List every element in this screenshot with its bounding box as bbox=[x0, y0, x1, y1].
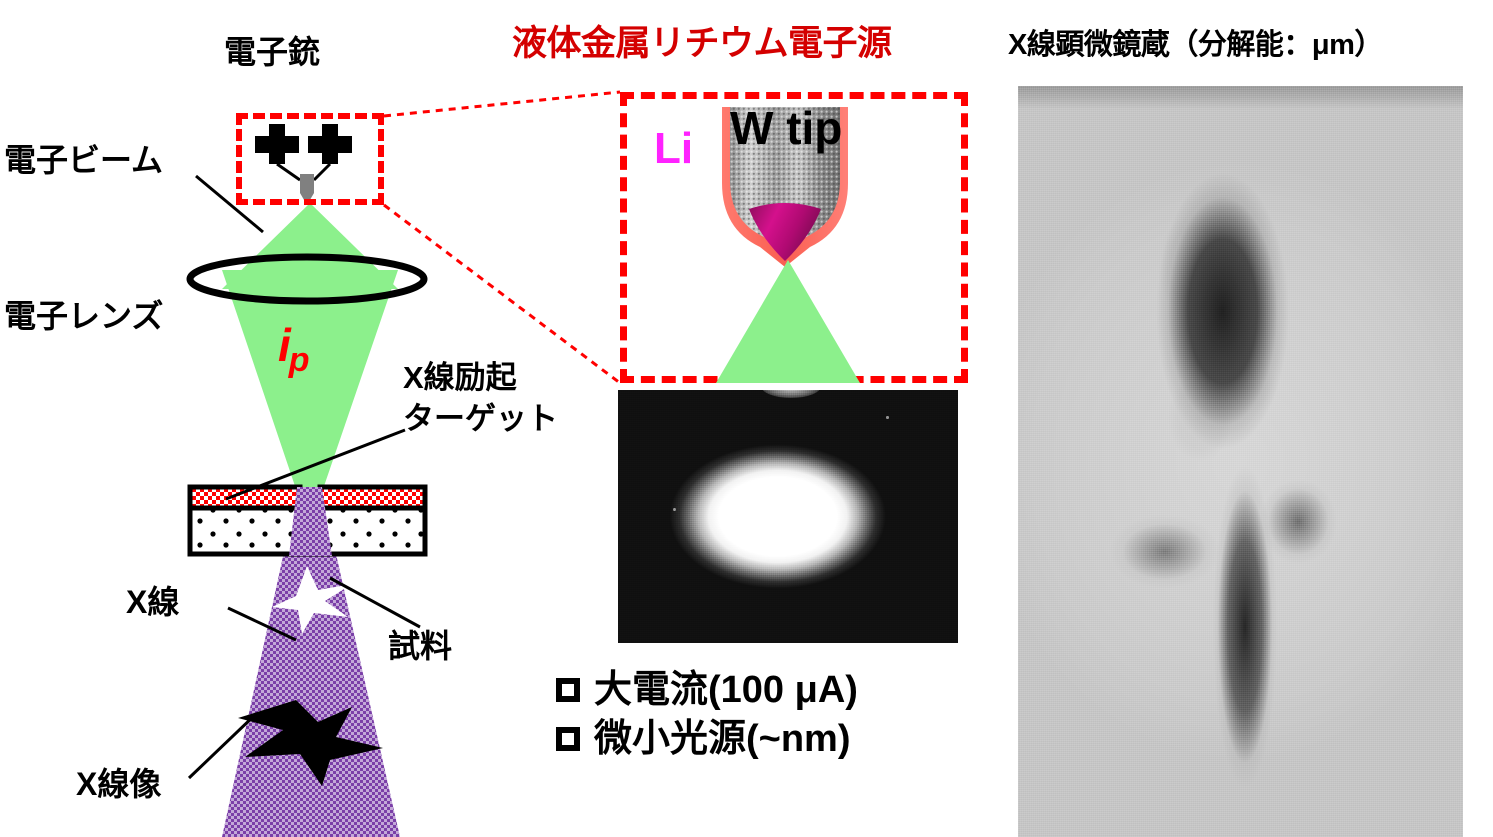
label-sample: 試料 bbox=[388, 628, 453, 664]
label-xray-target: X線励起 ターゲット bbox=[403, 358, 558, 440]
center-panel-title: 液体金属リチウム電子源 bbox=[512, 24, 892, 63]
list-item-label: 大電流(100 μA) bbox=[594, 669, 858, 711]
electron-beam-lower bbox=[222, 270, 398, 492]
inset-electron-beam-cone bbox=[716, 260, 860, 383]
electron-beam-upper bbox=[222, 203, 398, 289]
probe-current-subscript: p bbox=[288, 341, 310, 379]
leader-xray bbox=[227, 606, 297, 642]
radiograph-photo bbox=[1018, 86, 1463, 837]
photo-grain bbox=[618, 390, 958, 643]
photo-speck bbox=[886, 416, 889, 419]
probe-current-symbol: i bbox=[278, 319, 291, 371]
list-item: 微小光源(~nm) bbox=[556, 715, 858, 764]
source-feature-list: 大電流(100 μA) 微小光源(~nm) bbox=[556, 666, 858, 763]
label-probe-current: ip bbox=[278, 318, 312, 379]
list-item: 大電流(100 μA) bbox=[556, 666, 858, 715]
leader-xray-image bbox=[187, 712, 258, 780]
list-item-label: 微小光源(~nm) bbox=[594, 717, 851, 760]
tungsten-tip-illustration bbox=[722, 107, 848, 267]
radiograph-top-strip bbox=[1018, 86, 1463, 108]
leader-lines bbox=[187, 174, 421, 780]
electron-gun-callout-box bbox=[236, 113, 384, 205]
leader-electron-beam bbox=[195, 174, 264, 234]
leader-sample bbox=[329, 576, 421, 629]
label-xray-target-line2: ターゲット bbox=[403, 400, 558, 436]
photo-speck bbox=[673, 508, 676, 511]
electron-gun-wires bbox=[276, 162, 332, 182]
emission-spot-photo bbox=[618, 390, 958, 643]
label-xray: X線 bbox=[126, 584, 180, 620]
square-bullet-icon bbox=[556, 726, 580, 751]
emission-halo-top bbox=[760, 390, 821, 398]
xray-image-star bbox=[238, 700, 383, 786]
right-panel-title: X線顕微鏡蔵（分解能：μm） bbox=[1008, 29, 1383, 61]
label-xray-image: X線像 bbox=[76, 766, 162, 802]
label-xray-target-line1: X線励起 bbox=[403, 360, 517, 395]
left-schematic-svg bbox=[186, 124, 428, 837]
label-tungsten-tip: W tip bbox=[730, 102, 843, 154]
target-excitation-layer-right bbox=[317, 484, 428, 511]
label-electron-lens: 電子レンズ bbox=[4, 298, 164, 334]
leader-xray-target bbox=[225, 428, 406, 501]
electron-gun-electrodes bbox=[255, 124, 352, 164]
electron-gun-emitter-tip bbox=[300, 174, 314, 205]
label-lithium: Li bbox=[654, 124, 694, 173]
taylor-cone bbox=[749, 203, 821, 261]
square-bullet-icon bbox=[556, 678, 580, 703]
xray-cone-through-target bbox=[289, 487, 332, 556]
label-electron-beam: 電子ビーム bbox=[4, 142, 164, 178]
photo-grain bbox=[1018, 86, 1463, 837]
sample-star bbox=[272, 566, 352, 634]
label-electron-gun: 電子銃 bbox=[224, 34, 321, 70]
